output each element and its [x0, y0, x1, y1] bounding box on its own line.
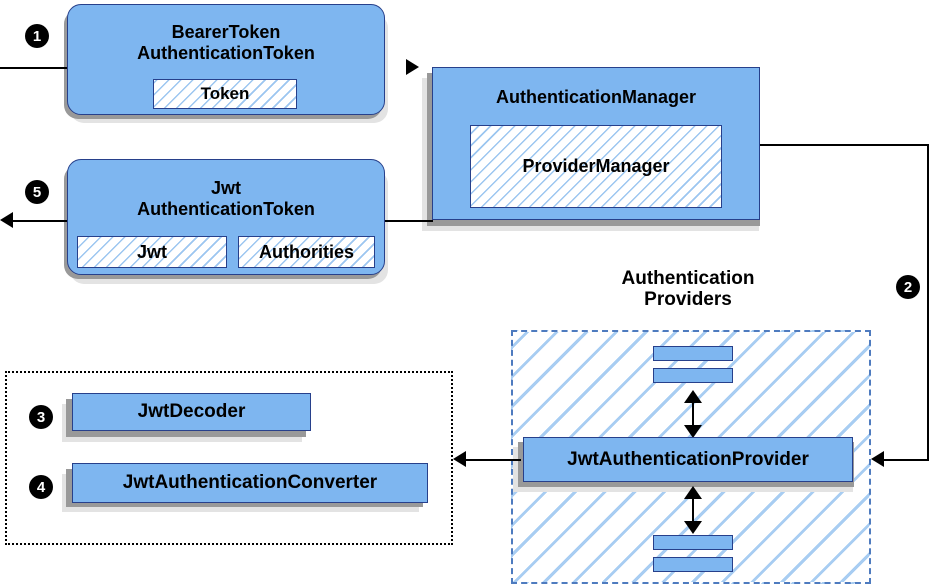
slot-authorities: Authorities [238, 236, 375, 268]
incoming-request-arrowhead [406, 59, 419, 75]
manager-to-jwt-token-line [385, 220, 433, 222]
provider-placeholder-bar-bottom-1 [653, 535, 733, 550]
incoming-request-line [0, 67, 120, 69]
slot-token-label: Token [200, 84, 250, 103]
provider-placeholder-bar-bottom-2 [653, 557, 733, 572]
response-out-arrowhead [0, 212, 13, 228]
slot-authorities-label: Authorities [258, 241, 354, 262]
provider-link-bottom-arrow-up [684, 486, 702, 499]
providers-label-line2: Providers [644, 289, 732, 311]
slot-provider-manager-label: ProviderManager [522, 156, 670, 176]
jwt-converter-title: JwtAuthenticationConverter [122, 472, 378, 493]
step-bullet-4: 4 [29, 475, 53, 499]
step-bullet-1: 1 [25, 24, 49, 48]
provider-link-bottom-arrow-down [684, 521, 702, 534]
provider-link-top-arrow-up [684, 390, 702, 403]
jwt-provider-title: JwtAuthenticationProvider [567, 448, 809, 470]
provider-link-top-line [692, 398, 694, 434]
manager-to-provider-hline-bottom [884, 459, 929, 461]
step-bullet-5: 5 [25, 180, 49, 204]
provider-entry-arrowhead [871, 451, 884, 467]
node-jwt-authentication-provider[interactable]: JwtAuthenticationProvider [523, 437, 853, 482]
bearer-token-line1: BearerToken [171, 21, 281, 42]
bearer-token-line2: AuthenticationToken [137, 42, 315, 63]
auth-manager-title: AuthenticationManager [495, 87, 696, 107]
provider-to-decoder-arrowhead [453, 451, 466, 467]
provider-link-top-arrow-down [684, 425, 702, 438]
slot-jwt: Jwt [77, 236, 227, 268]
manager-to-provider-vline [927, 144, 929, 460]
providers-label-line1: Authentication [621, 268, 755, 289]
slot-token: Token [153, 79, 297, 109]
slot-provider-manager: ProviderManager [470, 125, 722, 208]
authentication-providers-label: Authentication Providers [563, 268, 813, 311]
node-jwt-authentication-converter[interactable]: JwtAuthenticationConverter [72, 463, 428, 503]
step-bullet-2: 2 [896, 275, 920, 299]
jwt-token-line1: Jwt [210, 178, 241, 198]
slot-jwt-label: Jwt [136, 241, 167, 262]
node-jwt-decoder[interactable]: JwtDecoder [72, 393, 311, 431]
jwt-decoder-title: JwtDecoder [137, 401, 246, 422]
provider-placeholder-bar-top-2 [653, 368, 733, 383]
step-bullet-3: 3 [29, 405, 53, 429]
provider-placeholder-bar-top-1 [653, 346, 733, 361]
response-out-line [8, 220, 70, 222]
jwt-token-line2: AuthenticationToken [137, 199, 315, 219]
manager-to-provider-hline-top [759, 144, 929, 146]
provider-to-decoder-line [466, 459, 521, 461]
provider-link-bottom-line [692, 494, 694, 530]
node-bearer-token-authentication-token[interactable]: BearerToken AuthenticationToken [67, 4, 385, 115]
